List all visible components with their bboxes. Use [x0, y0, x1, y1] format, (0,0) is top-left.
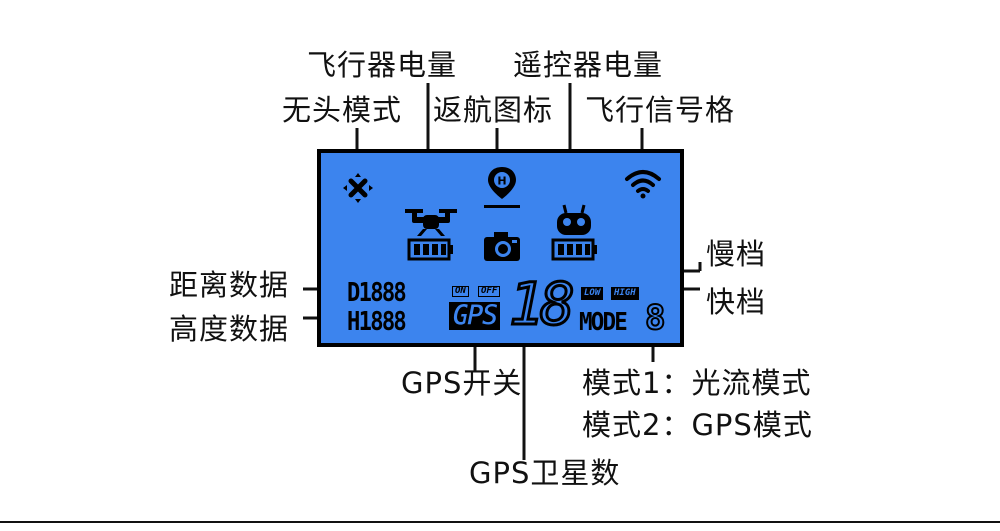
gear-high-indicator: HIGH [611, 287, 639, 300]
gps-satellite-digits: 18 [508, 270, 577, 338]
remote-controller-icon [557, 204, 591, 235]
mode-label: MODE [579, 307, 628, 336]
label-aircraft-battery: 飞行器电量 [307, 48, 458, 82]
label-fast-gear: 快档 [706, 285, 767, 319]
headless-mode-icon [343, 173, 373, 203]
mode-digit: 8 [644, 298, 667, 338]
remote-battery-icon [551, 238, 597, 261]
gps-text: GPS [449, 301, 500, 330]
gear-low-indicator: LOW [581, 287, 604, 300]
label-gps-switch: GPS开关 [401, 366, 523, 400]
lcd-screen: H [317, 149, 684, 347]
home-pin-letter: H [497, 175, 506, 188]
label-remote-battery: 遥控器电量 [513, 48, 664, 82]
label-distance-data: 距离数据 [169, 268, 290, 302]
camera-icon [484, 232, 520, 261]
distance-readout: D1888 [347, 278, 407, 308]
gps-on-off-indicator: ON OFF [449, 284, 509, 298]
label-mode-1: 模式1：光流模式 [582, 366, 812, 400]
altitude-readout: H1888 [347, 307, 407, 337]
aircraft-battery-icon [407, 238, 453, 261]
label-flight-signal: 飞行信号格 [585, 93, 736, 127]
wifi-signal-icon [625, 170, 661, 199]
label-return-home-icon: 返航图标 [433, 93, 554, 127]
label-headless-mode: 无头模式 [282, 93, 403, 127]
label-altitude-data: 高度数据 [169, 312, 290, 346]
drone-icon [405, 209, 457, 236]
label-mode-2: 模式2：GPS模式 [582, 408, 813, 442]
gps-on-label: ON [452, 286, 469, 297]
home-pin-icon: H [484, 167, 520, 208]
bottom-divider [0, 521, 1000, 523]
label-gps-satellites: GPS卫星数 [469, 456, 621, 490]
gps-off-label: OFF [478, 286, 501, 297]
label-slow-gear: 慢档 [706, 237, 767, 271]
